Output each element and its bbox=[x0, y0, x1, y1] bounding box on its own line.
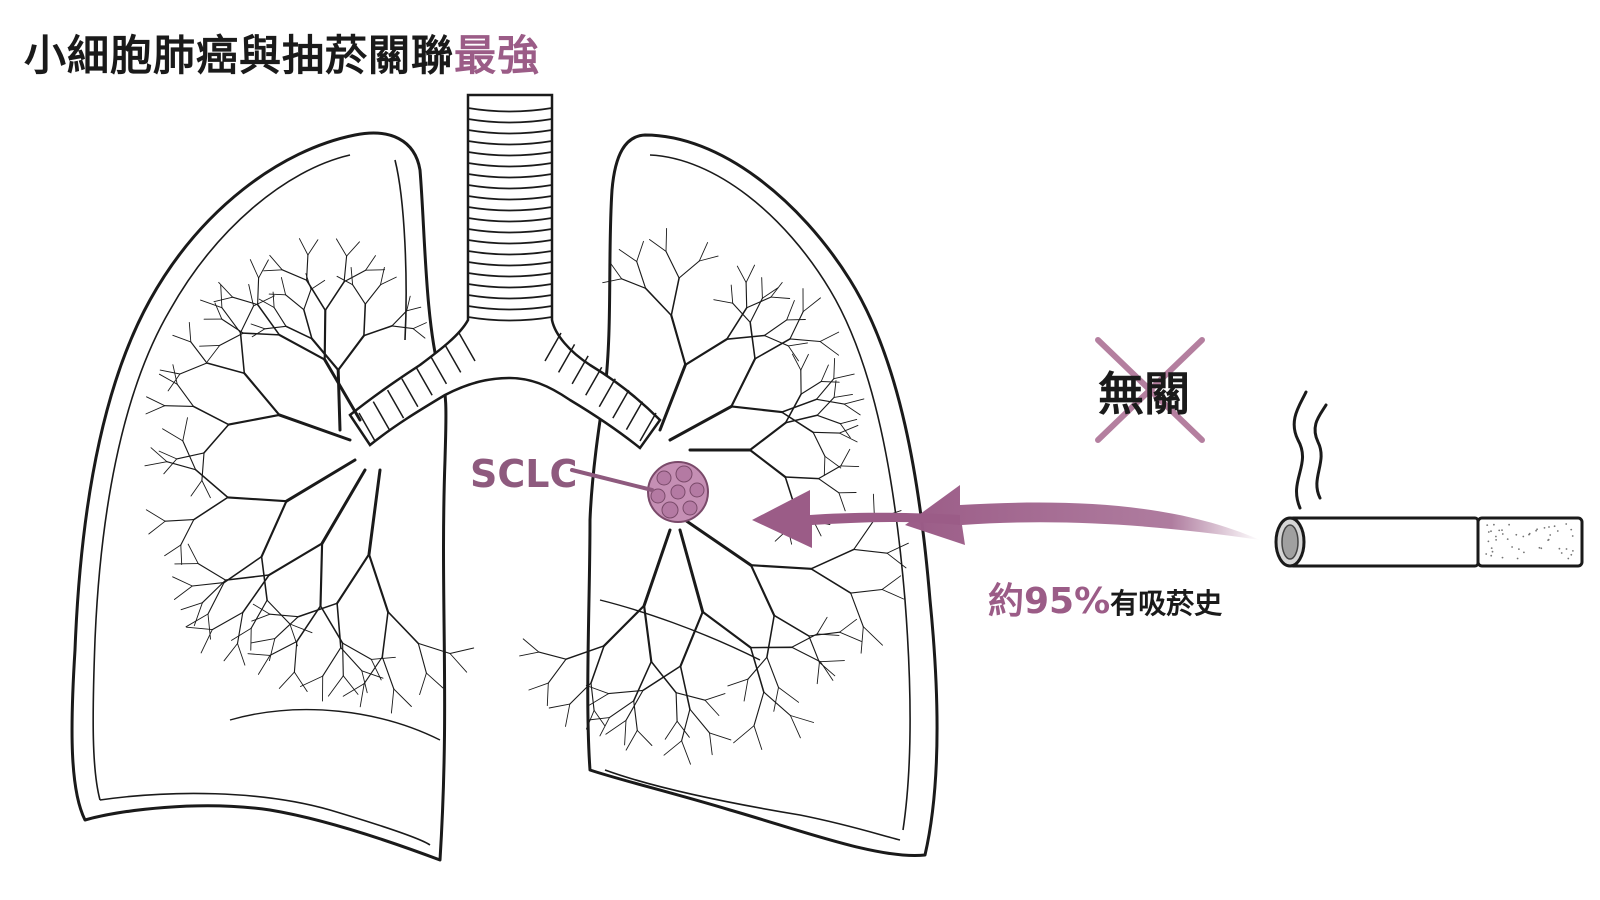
smoke-icon bbox=[1292, 390, 1328, 510]
tumor-mass bbox=[647, 461, 709, 523]
page-title: 小細胞肺癌與抽菸關聯最強 bbox=[24, 22, 540, 83]
bronchial-tree-right bbox=[519, 228, 909, 765]
bronchial-tree-left bbox=[144, 238, 475, 714]
stat-value: 約95% bbox=[988, 581, 1111, 622]
trachea-rings bbox=[467, 107, 553, 322]
arrow bbox=[752, 485, 1260, 548]
cross-mark bbox=[1095, 337, 1205, 443]
stat-text: 有吸菸史 bbox=[1110, 587, 1223, 620]
unrelated-label: 無關 bbox=[1098, 367, 1190, 421]
cigarette-icon bbox=[1274, 516, 1584, 568]
bronchi-rings bbox=[358, 332, 657, 442]
trachea bbox=[348, 93, 662, 450]
tumor-pointer-line bbox=[570, 468, 654, 492]
smoking-stat: 約95%有吸菸史 bbox=[988, 572, 1222, 624]
title-emphasis: 最強 bbox=[454, 31, 541, 80]
left-lung bbox=[70, 131, 448, 862]
tumor-label: SCLC bbox=[470, 452, 578, 496]
right-lung bbox=[586, 133, 939, 858]
title-main: 小細胞肺癌與抽菸關聯 bbox=[24, 31, 455, 80]
